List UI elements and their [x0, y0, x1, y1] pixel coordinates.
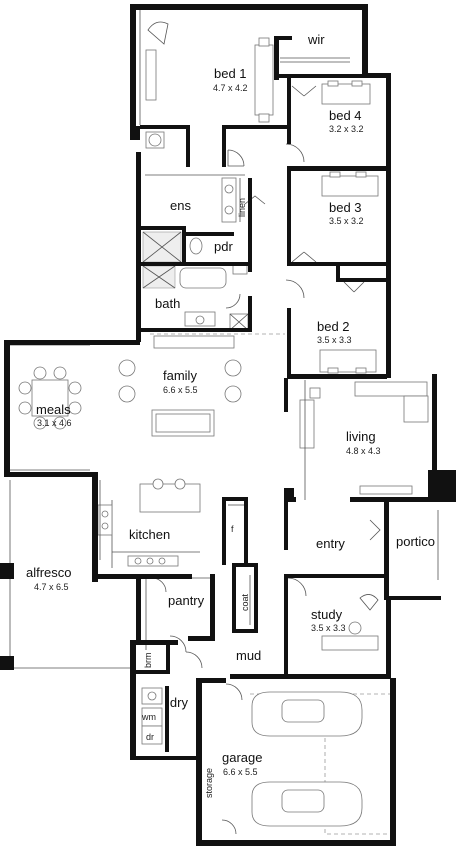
room-label-dr: dr [146, 732, 154, 742]
room-label-bed1: bed 1 [214, 66, 247, 81]
room-label-storage: storage [204, 768, 214, 798]
room-label-living: living [346, 429, 376, 444]
room-labels: wir bed 1 4.7 x 4.2 bed 4 3.2 x 3.2 bed … [26, 32, 435, 798]
room-dim-bed4: 3.2 x 3.2 [329, 124, 364, 134]
room-dim-bed2: 3.5 x 3.3 [317, 335, 352, 345]
room-label-pantry: pantry [168, 593, 205, 608]
room-label-study: study [311, 607, 343, 622]
room-label-wm: wm [141, 712, 156, 722]
room-label-ldry: ldry [167, 695, 188, 710]
room-label-portico: portico [396, 534, 435, 549]
room-label-wir: wir [307, 32, 325, 47]
room-label-brm: brm [143, 653, 153, 669]
room-dim-alfresco: 4.7 x 6.5 [34, 582, 69, 592]
room-label-kitchen: kitchen [129, 527, 170, 542]
room-dim-meals: 3.1 x 4.6 [37, 418, 72, 428]
room-label-alfresco: alfresco [26, 565, 72, 580]
room-dim-bed3: 3.5 x 3.2 [329, 216, 364, 226]
room-label-f: f [231, 524, 234, 534]
room-label-entry: entry [316, 536, 345, 551]
room-label-bed3: bed 3 [329, 200, 362, 215]
room-dim-bed1: 4.7 x 4.2 [213, 83, 248, 93]
room-dim-study: 3.5 x 3.3 [311, 623, 346, 633]
room-dim-garage: 6.6 x 5.5 [223, 767, 258, 777]
room-label-meals: meals [36, 402, 71, 417]
room-label-garage: garage [222, 750, 262, 765]
room-label-bath: bath [155, 296, 180, 311]
room-dim-living: 4.8 x 4.3 [346, 446, 381, 456]
room-label-bed4: bed 4 [329, 108, 362, 123]
room-label-coat: coat [240, 593, 250, 611]
room-label-mud: mud [236, 648, 261, 663]
room-dim-family: 6.6 x 5.5 [163, 385, 198, 395]
room-label-ens: ens [170, 198, 191, 213]
room-label-family: family [163, 368, 197, 383]
room-label-bed2: bed 2 [317, 319, 350, 334]
doors [151, 143, 381, 835]
walls [0, 4, 456, 846]
room-label-linen: linen [237, 198, 247, 217]
room-label-pdr: pdr [214, 239, 233, 254]
